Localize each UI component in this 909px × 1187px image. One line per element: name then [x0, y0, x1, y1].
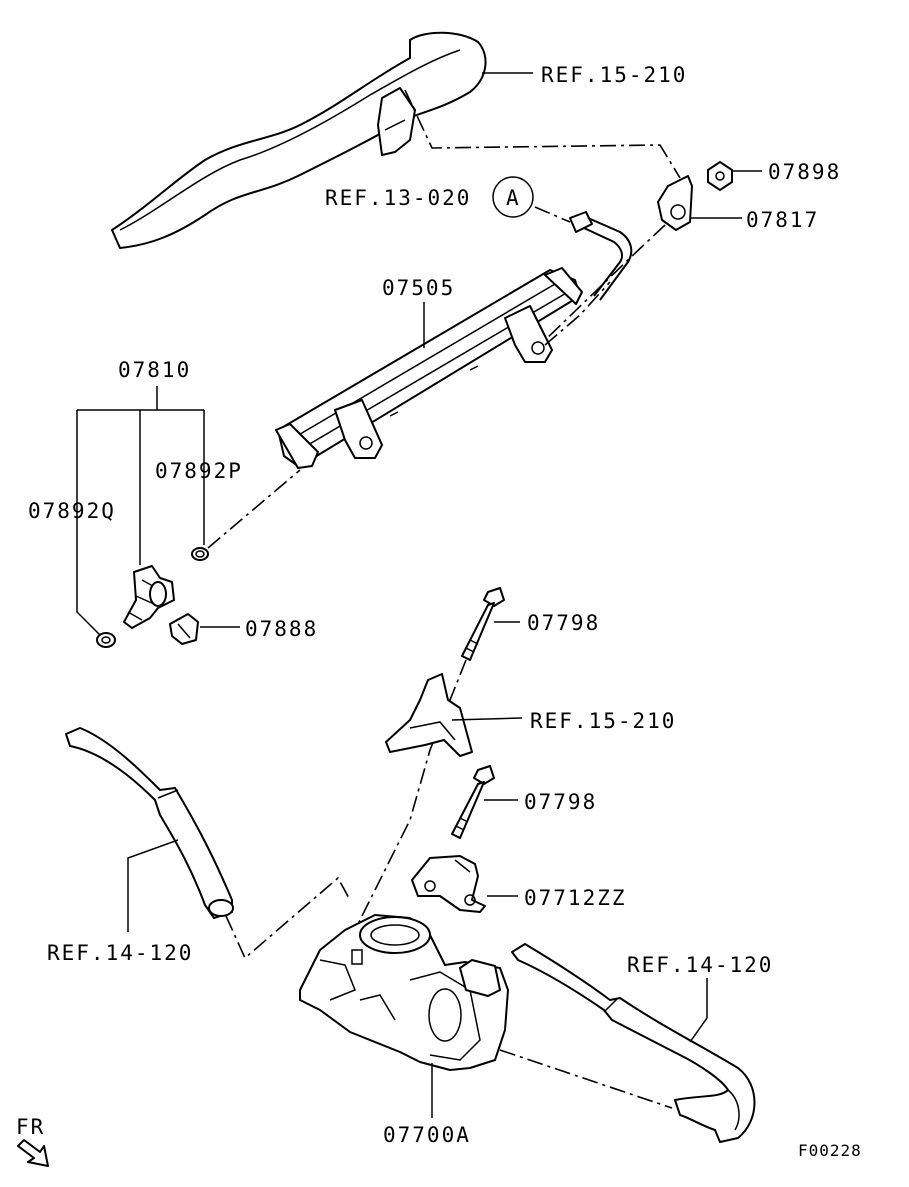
label-07817: 07817	[746, 208, 819, 232]
label-ref-13-020: REF.13-020	[325, 186, 471, 210]
label-07810: 07810	[118, 358, 191, 382]
label-07712zz: 07712ZZ	[524, 886, 627, 910]
dash-a	[534, 206, 571, 223]
dash-left-hose	[225, 876, 351, 960]
dash-bolt-top	[339, 659, 467, 961]
leader-ref-14-120-left	[127, 839, 179, 932]
label-circle-a: A	[506, 186, 521, 210]
hose-left	[65, 727, 234, 919]
label-07798-bottom: 07798	[524, 790, 597, 814]
bracket-ref-15-210	[385, 673, 473, 757]
label-07505: 07505	[382, 276, 455, 300]
intake-pipe-top	[111, 31, 487, 249]
front-arrow-icon	[17, 1139, 49, 1167]
leader-ref-15-210-mid	[451, 717, 523, 721]
label-ref-14-120-left: REF.14-120	[47, 941, 193, 965]
delivery-pipe-07505	[275, 267, 583, 469]
label-07798-top: 07798	[527, 611, 600, 635]
throttle-body-07700a	[299, 914, 509, 1071]
o-ring-07892p	[191, 547, 209, 561]
bolt-07798-top	[461, 587, 505, 661]
callout-a-circle	[492, 176, 534, 218]
bolt-07898	[707, 161, 733, 191]
label-07700a: 07700A	[383, 1123, 471, 1147]
figure-code: F00228	[798, 1141, 862, 1160]
hose-right	[511, 943, 756, 1143]
bracket-07712zz	[411, 855, 486, 913]
label-ref-14-120-right: REF.14-120	[627, 953, 773, 977]
o-ring-07892q	[96, 632, 116, 648]
label-07888: 07888	[245, 617, 318, 641]
dash-injector	[207, 469, 301, 549]
label-07892p: 07892P	[155, 459, 243, 483]
clamp-07817	[657, 175, 693, 231]
clip-07888	[169, 613, 199, 645]
label-07892q: 07892Q	[28, 499, 116, 523]
bolt-07798-bottom	[451, 765, 495, 839]
label-fr: FR	[16, 1115, 45, 1139]
dash-right-hose	[499, 1049, 673, 1109]
dash-clamp	[539, 224, 666, 346]
injector-07810	[123, 565, 175, 629]
leader-07810-bracket	[76, 386, 205, 639]
label-ref-15-210-top: REF.15-210	[541, 63, 687, 87]
dash-pipe-end	[544, 281, 611, 346]
label-07898: 07898	[768, 160, 841, 184]
fuel-hose-a	[569, 211, 633, 301]
label-ref-15-210-mid: REF.15-210	[530, 709, 676, 733]
dash-top-bracket	[404, 89, 681, 179]
leader-ref-14-120-right	[689, 978, 708, 1043]
